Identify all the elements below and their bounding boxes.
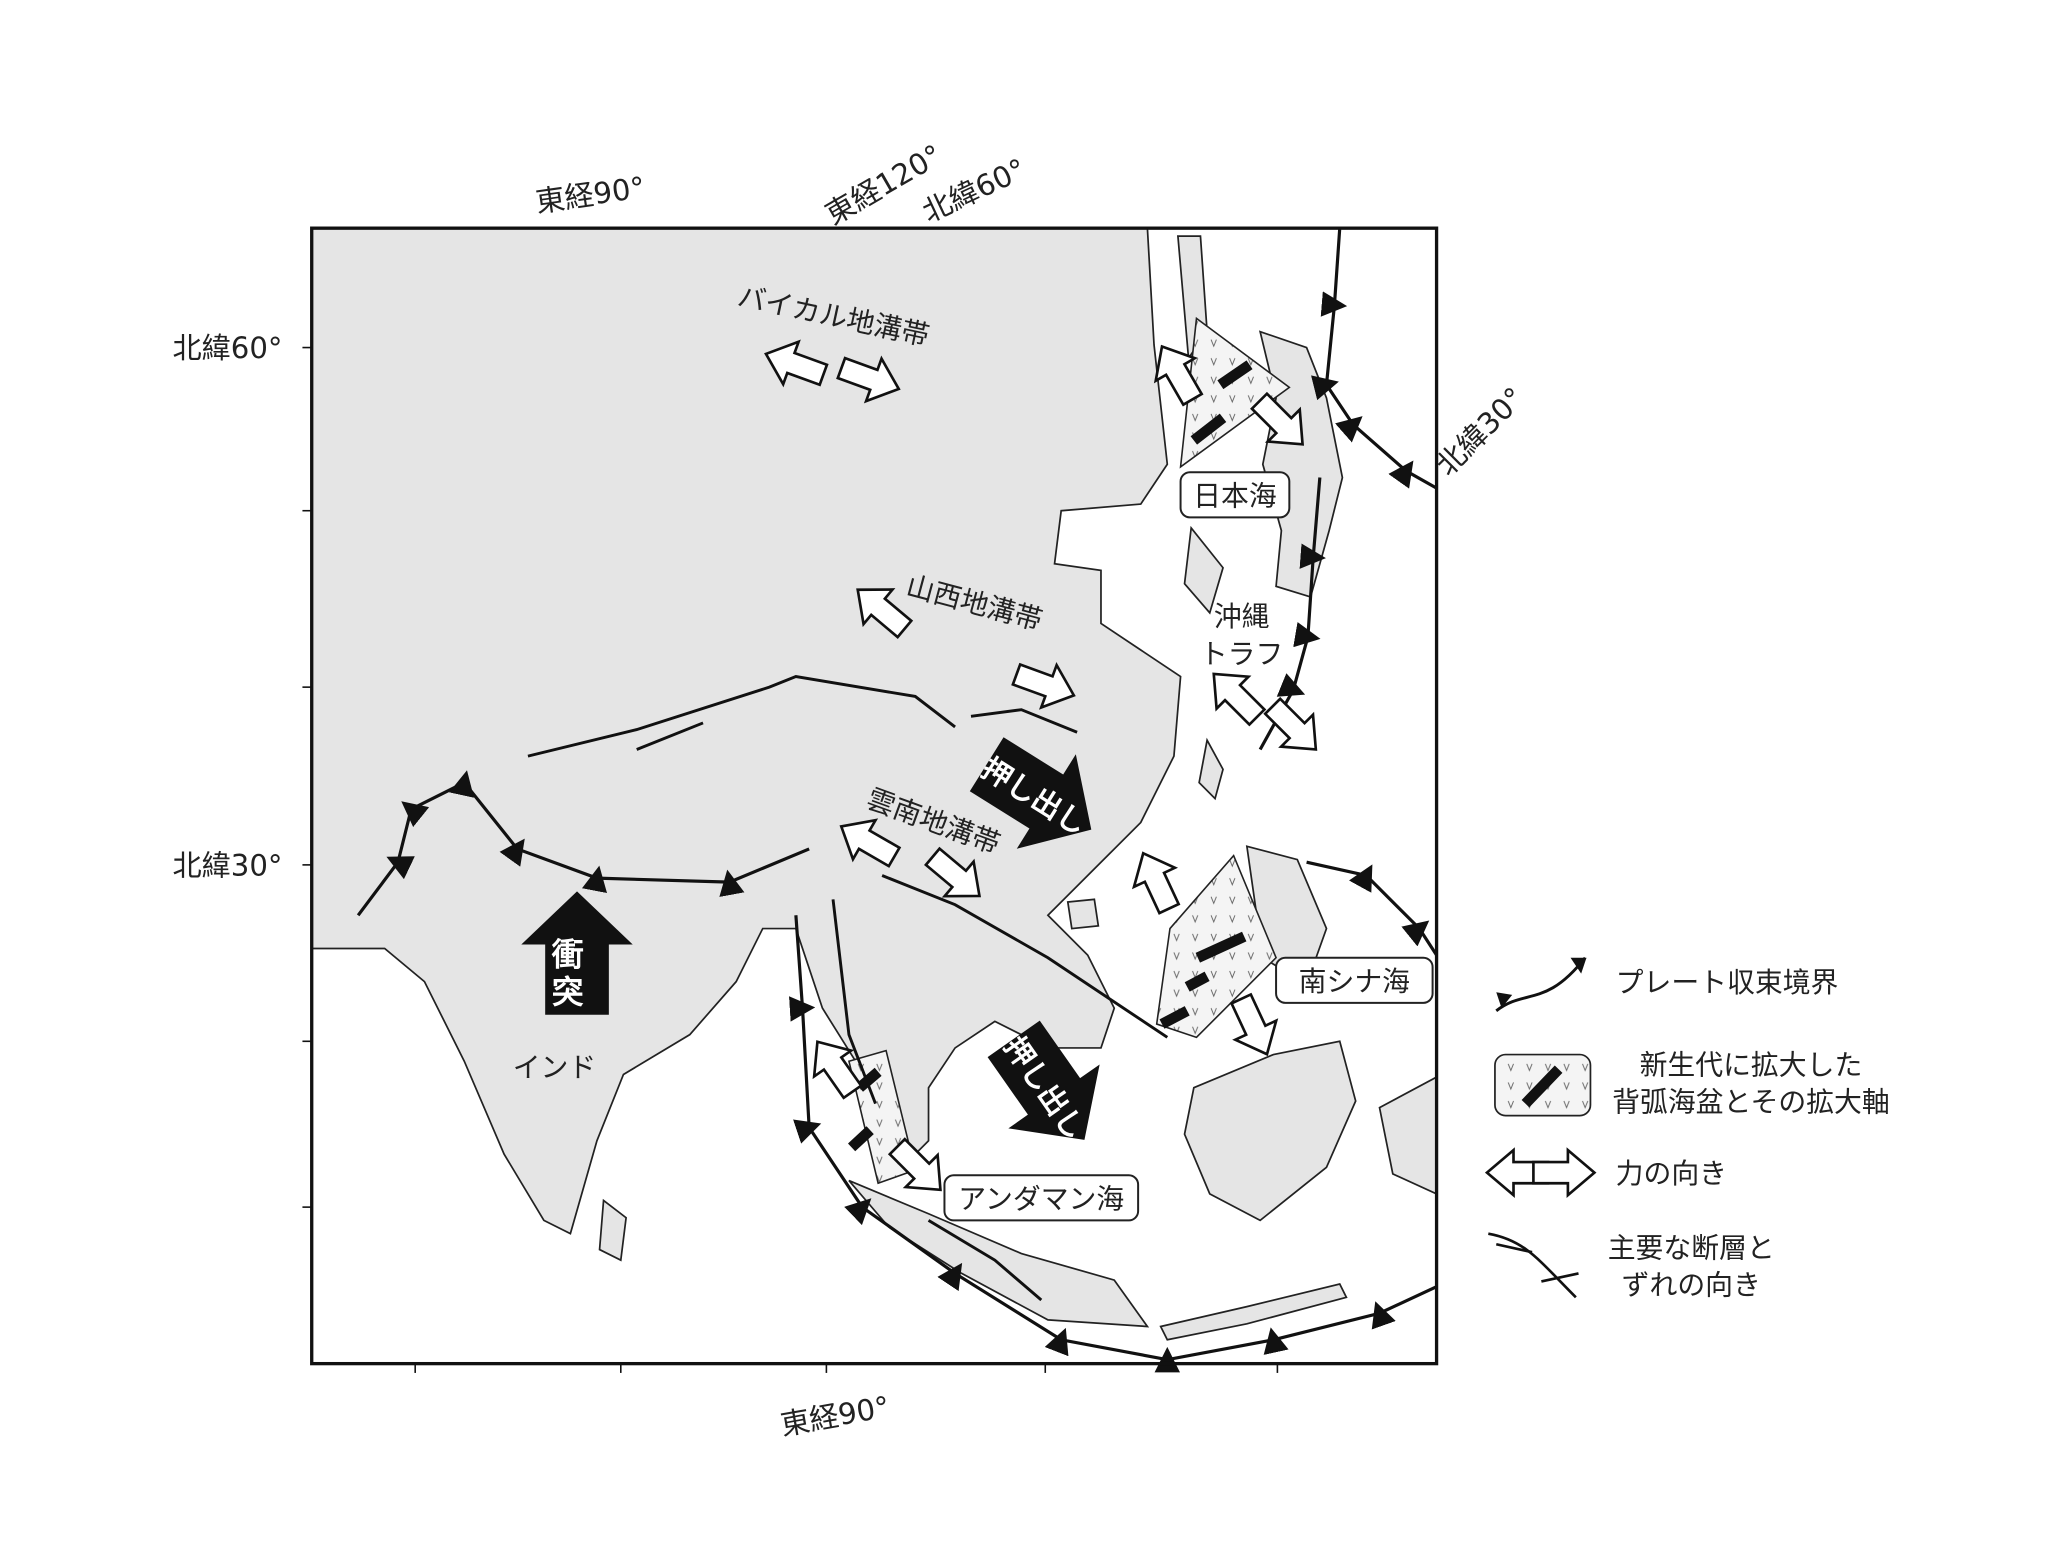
- qinling-fault: [970, 708, 1078, 734]
- legend-label: 主要な断層と: [1608, 1232, 1775, 1265]
- legend: プレート収束境界 新生代に拡大した 背弧海盆とその拡大軸 力の向き 主要な断層と…: [1485, 956, 1890, 1302]
- red-river-fault: [881, 874, 1169, 1039]
- hainan: [1066, 898, 1100, 930]
- okinawa-trough-label-2: トラフ: [1200, 637, 1284, 670]
- sunda-trench: [789, 915, 1438, 1373]
- japan-sea-label: 日本海: [1193, 479, 1277, 512]
- south-china-sea-label: 南シナ海: [1299, 965, 1410, 998]
- major-faults: [527, 675, 1169, 1302]
- collision-label-2: 突: [552, 973, 584, 1011]
- altyn-tagh-fault: [527, 675, 956, 758]
- taiwan: [1198, 737, 1224, 801]
- plate-convergent-boundary-icon: [1495, 956, 1587, 1012]
- major-fault-icon: [1488, 1232, 1577, 1299]
- legend-item-plate-boundary: プレート収束境界: [1495, 956, 1839, 1012]
- korea: [1183, 525, 1224, 615]
- sri-lanka: [598, 1198, 628, 1262]
- legend-label: 力の向き: [1616, 1157, 1727, 1190]
- lon-90-bottom-label: 東経90°: [778, 1390, 892, 1443]
- legend-label: 背弧海盆とその拡大軸: [1612, 1086, 1890, 1119]
- andaman-sea-label: アンダマン海: [958, 1182, 1124, 1215]
- lon-90-top-label: 東経90°: [533, 170, 647, 219]
- force-direction-icon: [1532, 1148, 1596, 1197]
- japan-trench: [1311, 228, 1438, 490]
- legend-item-back-arc-basin: 新生代に拡大した 背弧海盆とその拡大軸: [1494, 1048, 1890, 1119]
- india-label: インド: [513, 1051, 597, 1084]
- okinawa-trough-label-1: 沖縄: [1214, 600, 1270, 633]
- lat-30-left-label: 北緯30°: [172, 848, 282, 882]
- legend-label: ずれの向き: [1622, 1269, 1761, 1302]
- legend-label: 新生代に拡大した: [1640, 1048, 1863, 1081]
- collision-label-1: 衝: [551, 936, 584, 974]
- sagaing-fault: [831, 899, 877, 1105]
- force-arrows: 衝 突 押し出し 押し出し: [521, 331, 1334, 1208]
- sumatra-fault: [927, 1219, 1043, 1302]
- lat-30-right-label: 北緯30°: [1429, 381, 1531, 483]
- legend-item-force: 力の向き: [1485, 1148, 1727, 1197]
- legend-item-fault: 主要な断層と ずれの向き: [1488, 1232, 1775, 1302]
- himalaya-front: [356, 770, 810, 917]
- map-border: [310, 226, 1439, 1366]
- lat-60-left-label: 北緯60°: [172, 331, 282, 365]
- legend-label: プレート収束境界: [1616, 966, 1839, 999]
- graticule-labels: [302, 346, 1279, 1373]
- philippine-trench: [1306, 860, 1438, 956]
